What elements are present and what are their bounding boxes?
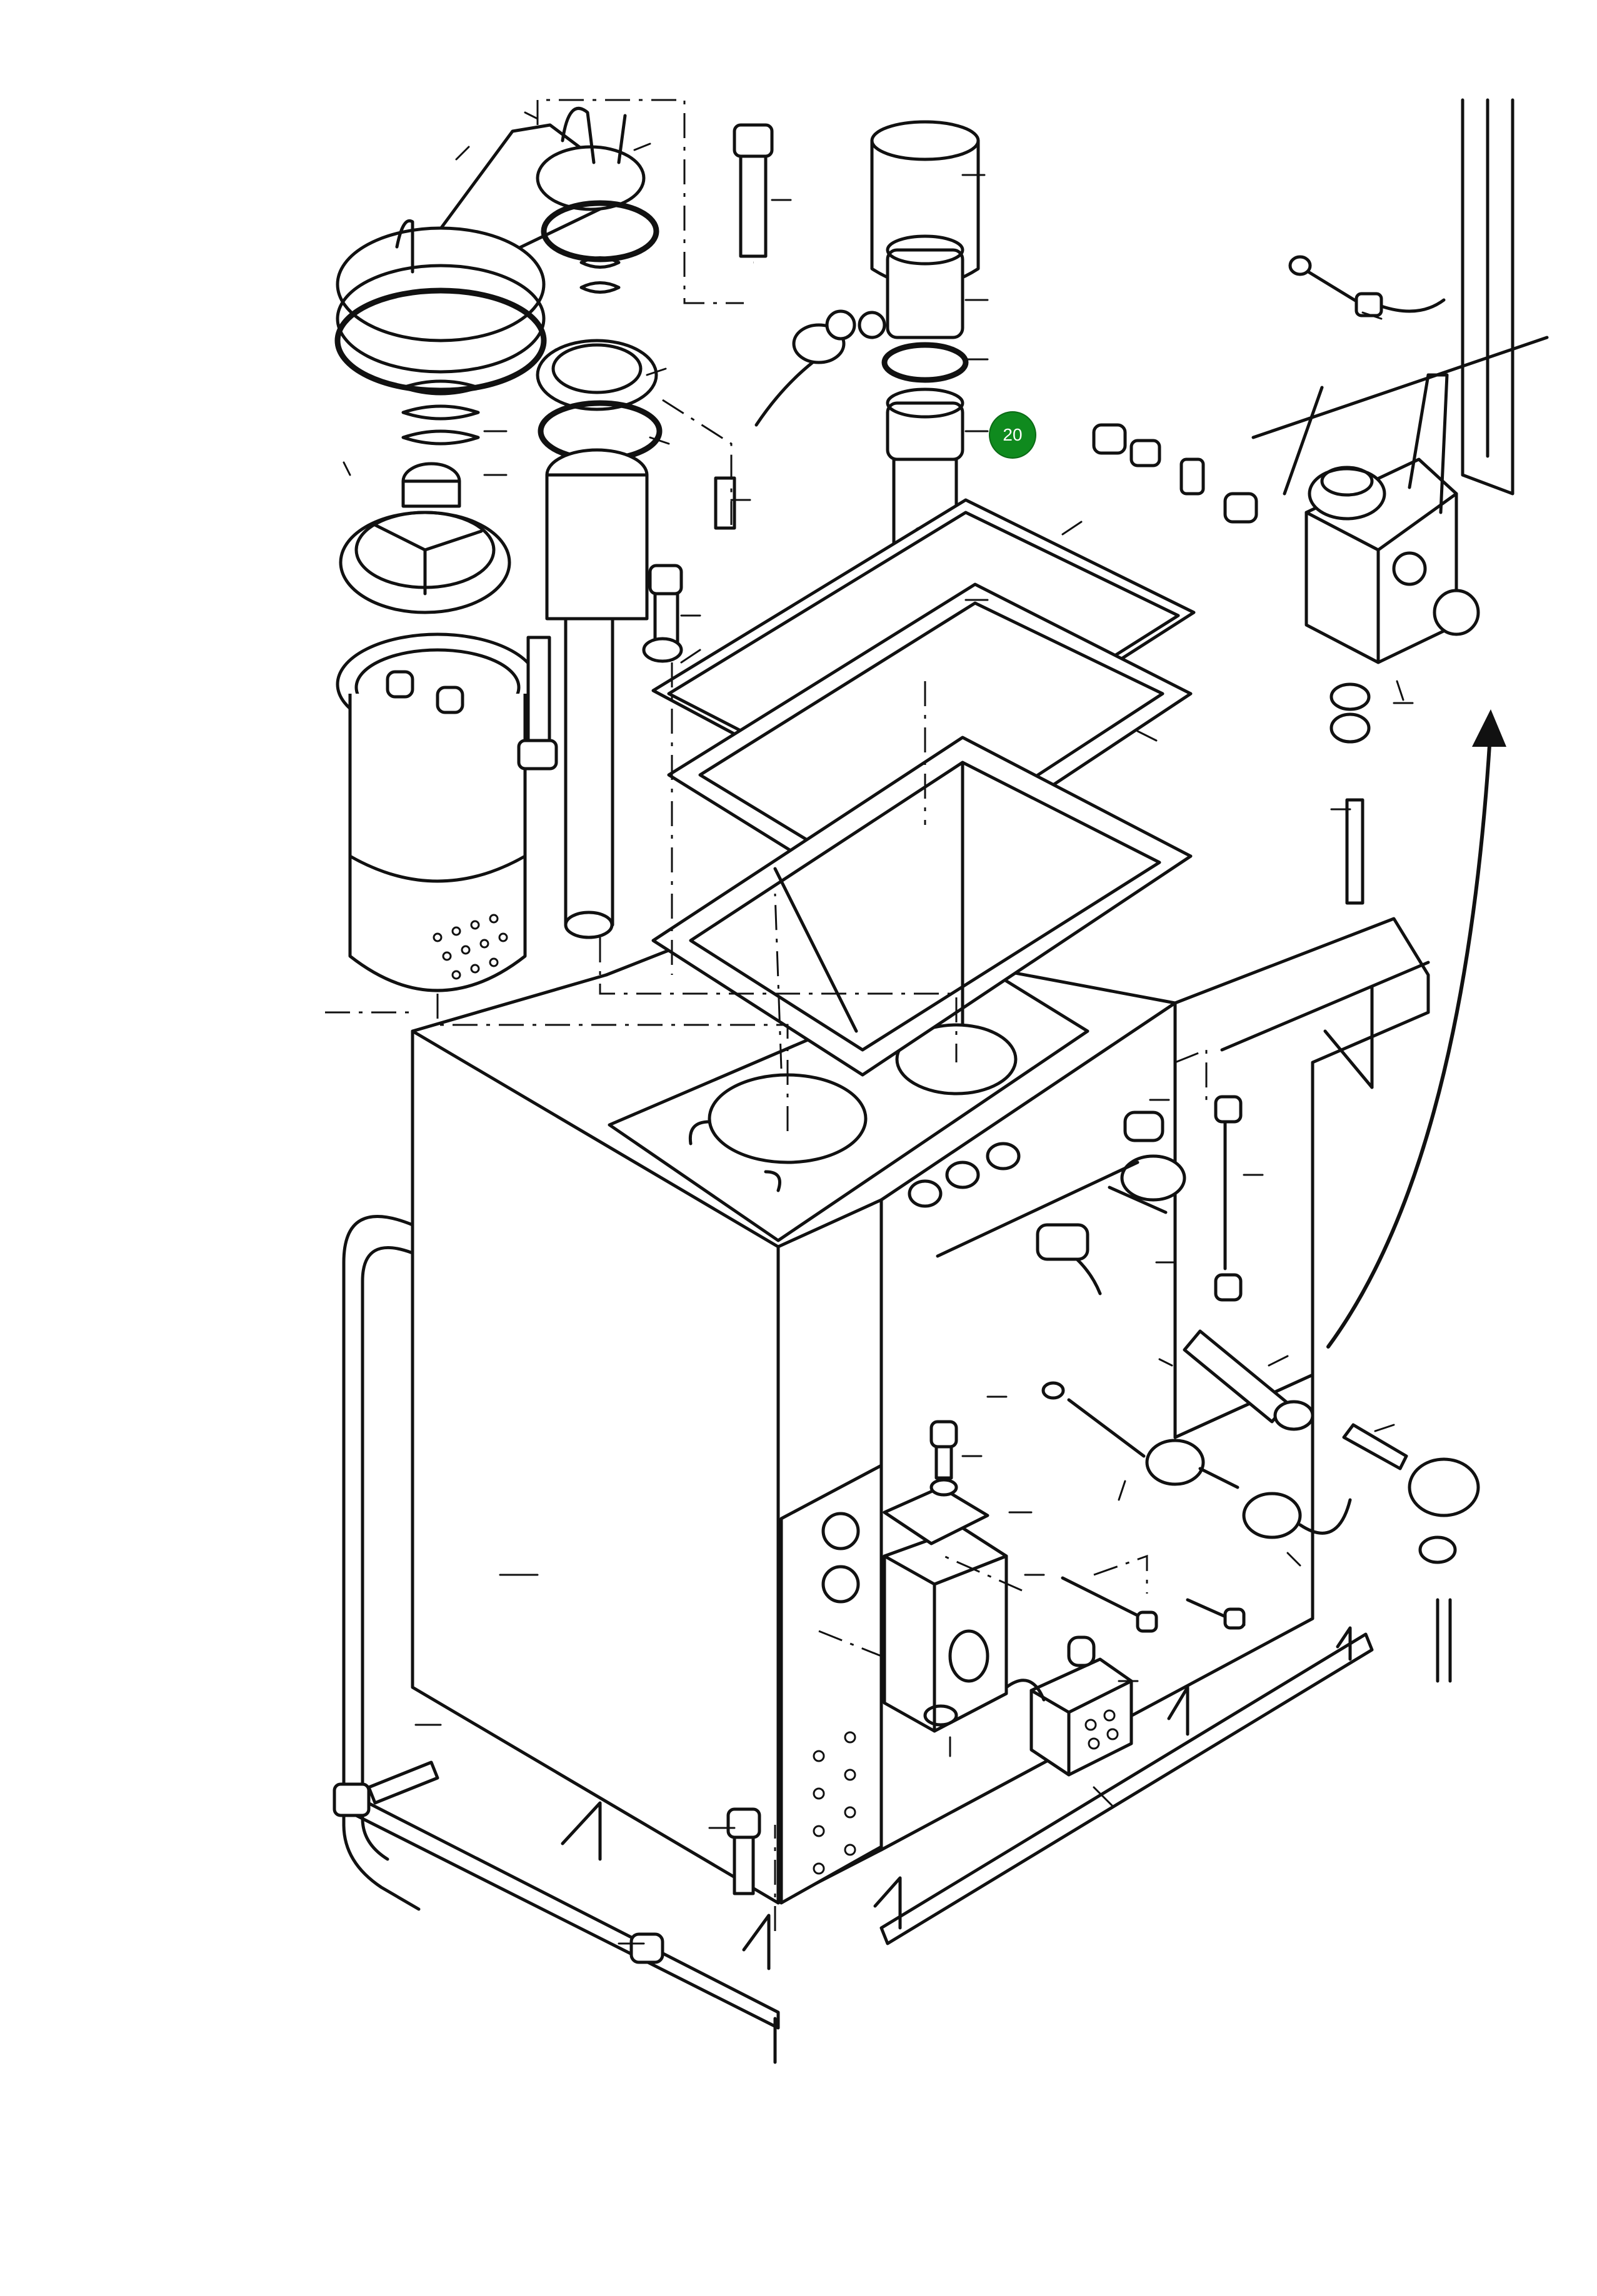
flange-frame	[651, 736, 1193, 1077]
leader-lines	[343, 111, 1414, 1945]
standpipe-assembly	[536, 339, 663, 939]
manifold-block	[883, 1485, 1008, 1733]
valve-block	[1004, 1635, 1133, 1777]
filler-cap-assembly	[334, 107, 659, 992]
callout-badge-20[interactable]: 20	[990, 412, 1035, 457]
side-pipe-loop	[342, 1215, 421, 1911]
assembly-arrow	[1326, 709, 1506, 1349]
header-tank-assembly	[1092, 98, 1549, 905]
side-mount-plate	[779, 1464, 883, 1905]
base-frame	[336, 1626, 1374, 2064]
probe-rod	[1041, 1329, 1480, 1683]
screws-lower	[333, 1420, 1246, 1964]
alignment-lines	[325, 99, 1208, 1931]
sensor-cluster	[908, 1095, 1243, 1302]
